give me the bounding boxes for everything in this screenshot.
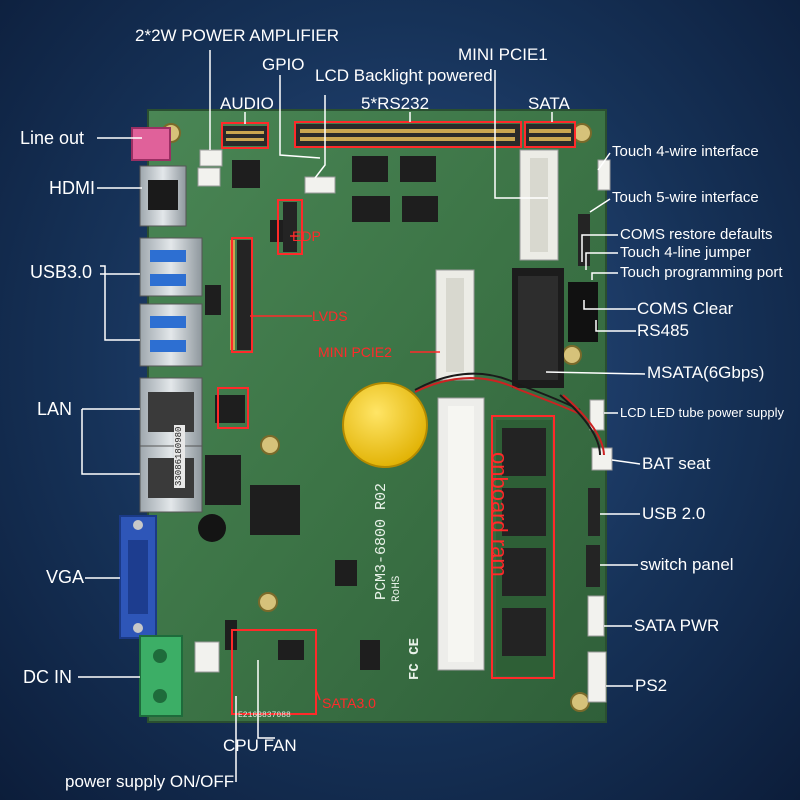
label-usb3: USB3.0 bbox=[30, 262, 93, 282]
label-lvds: LVDS bbox=[312, 308, 348, 324]
hdmi-port bbox=[139, 165, 187, 227]
label-edp: EDP bbox=[292, 228, 321, 244]
label-gpio: GPIO bbox=[262, 55, 305, 74]
label-rs485: RS485 bbox=[637, 321, 689, 340]
label-ps2: PS2 bbox=[635, 676, 668, 695]
line-out-jack bbox=[131, 127, 171, 161]
label-coms-restore: COMS restore defaults bbox=[620, 226, 773, 243]
label-vga: VGA bbox=[46, 567, 85, 587]
label-lcd-backlight: LCD Backlight powered bbox=[315, 66, 493, 85]
label-sata-pwr: SATA PWR bbox=[634, 616, 720, 635]
label-rs232: 5*RS232 bbox=[361, 94, 430, 113]
label-dc-in: DC IN bbox=[23, 667, 72, 687]
label-audio: AUDIO bbox=[220, 94, 274, 113]
label-sata3: SATA3.0 bbox=[322, 695, 376, 711]
audio-header bbox=[222, 126, 268, 146]
board-bottom-code: E2163837088 bbox=[238, 711, 291, 720]
label-sata: SATA bbox=[528, 94, 570, 113]
label-hdmi: HDMI bbox=[49, 178, 95, 198]
label-lcd-led: LCD LED tube power supply bbox=[620, 405, 785, 420]
usb3-port-top bbox=[139, 237, 203, 297]
buzzer bbox=[198, 514, 226, 542]
label-mini-pcie1: MINI PCIE1 bbox=[458, 45, 548, 64]
coms-clear-jumper bbox=[568, 282, 598, 342]
board-rohs-text: RoHS bbox=[391, 575, 403, 602]
label-touch-prog: Touch programming port bbox=[620, 264, 783, 281]
board-model-text: PCM3-6800 R02 bbox=[373, 482, 390, 600]
usb3-port-bottom bbox=[139, 303, 203, 367]
highlight-boxes bbox=[217, 121, 576, 715]
sata-header bbox=[525, 124, 575, 146]
label-msata: MSATA(6Gbps) bbox=[647, 363, 765, 382]
label-onboard-ram: onboard ram bbox=[487, 452, 512, 577]
label-cpu-fan: CPU FAN bbox=[223, 736, 297, 755]
label-switch-panel: switch panel bbox=[640, 555, 734, 574]
bat-battery bbox=[342, 382, 428, 468]
switch-panel-header bbox=[586, 545, 600, 587]
red-callout-lines bbox=[250, 235, 440, 701]
label-mini-pcie2: MINI PCIE2 bbox=[318, 344, 392, 360]
label-lan: LAN bbox=[37, 399, 73, 419]
board-serial-text: 33086180980 bbox=[174, 424, 185, 488]
label-power-switch: power supply ON/OFF bbox=[65, 772, 235, 791]
label-usb2: USB 2.0 bbox=[642, 504, 706, 523]
label-touch4-jumper: Touch 4-line jumper bbox=[620, 244, 751, 261]
label-power-amplifier: 2*2W POWER AMPLIFIER bbox=[135, 26, 340, 45]
callout-lines bbox=[78, 50, 646, 782]
label-coms-clear: COMS Clear bbox=[637, 299, 734, 318]
label-touch4: Touch 4-wire interface bbox=[612, 143, 759, 160]
dc-in-terminal bbox=[139, 635, 183, 717]
board-fcc-text: FC CE bbox=[407, 637, 423, 680]
edp-header bbox=[283, 202, 297, 252]
label-bat-seat: BAT seat bbox=[642, 454, 711, 473]
rs232-header bbox=[295, 124, 520, 146]
label-touch5: Touch 5-wire interface bbox=[612, 189, 759, 206]
lvds-header bbox=[237, 240, 251, 350]
white-connectors bbox=[194, 149, 613, 703]
label-line-out: Line out bbox=[20, 128, 85, 148]
usb2-header bbox=[588, 488, 600, 536]
